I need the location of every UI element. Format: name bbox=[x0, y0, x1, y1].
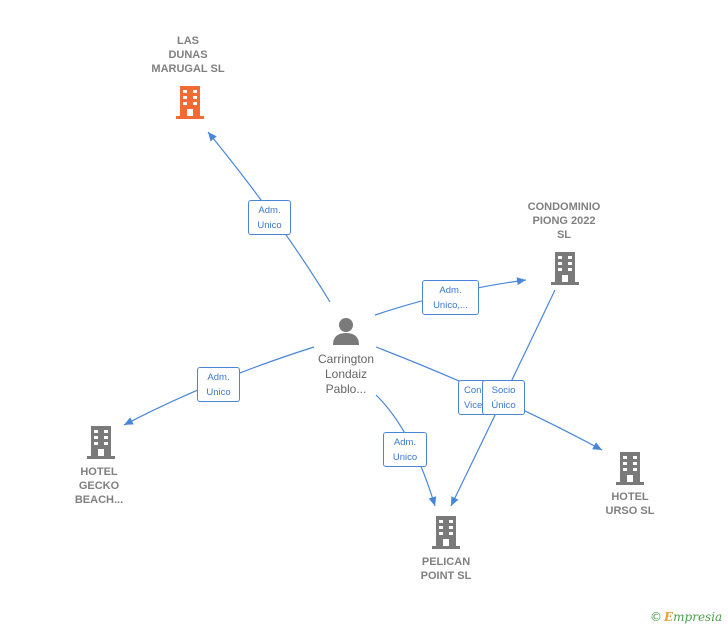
label-line: BEACH... bbox=[74, 494, 124, 506]
edge-label-line: Adm. bbox=[393, 437, 417, 448]
building-icon[interactable] bbox=[174, 84, 206, 120]
edge-label-to-condominio[interactable]: Adm. Unico,... bbox=[422, 280, 479, 315]
label-line: HOTEL bbox=[611, 491, 649, 503]
edge-label-line: Adm. bbox=[258, 205, 281, 216]
edge-label-line: Único bbox=[491, 400, 516, 411]
brand-initial: E bbox=[664, 610, 674, 624]
label-line: LAS bbox=[177, 35, 199, 47]
label-line: Carrington bbox=[317, 352, 375, 366]
edge-label-to-pelican[interactable]: Adm. Unico bbox=[383, 432, 427, 467]
node-label-hotel-urso[interactable]: HOTEL URSO SL bbox=[582, 490, 678, 518]
edge-label-condominio-to-pelican[interactable]: Socio Único bbox=[482, 380, 525, 415]
label-line: Londaiz bbox=[324, 367, 368, 381]
label-line: GECKO bbox=[78, 480, 120, 492]
node-label-condominio[interactable]: CONDOMINIO PIONG 2022 SL bbox=[506, 200, 622, 242]
edge-label-line: Con bbox=[464, 385, 482, 396]
empresia-logo: ©Empresia bbox=[650, 610, 722, 624]
edge-label-line: Socio bbox=[491, 385, 516, 396]
edge-label-line: Adm. bbox=[207, 372, 230, 383]
brand-text: mpresia bbox=[673, 610, 723, 624]
building-icon[interactable] bbox=[614, 450, 646, 486]
label-line: POINT SL bbox=[420, 570, 472, 582]
building-icon[interactable] bbox=[549, 250, 581, 286]
edge-label-line: Unico bbox=[392, 452, 418, 463]
building-icon[interactable] bbox=[430, 514, 462, 550]
node-label-las-dunas[interactable]: LAS DUNAS MARUGAL SL bbox=[130, 34, 246, 76]
label-line: PIONG 2022 bbox=[532, 215, 596, 227]
edge-label-line: Unico bbox=[206, 387, 231, 398]
edge-label-line: Unico,... bbox=[433, 300, 468, 311]
edge-label-line: Unico bbox=[257, 220, 282, 231]
node-label-person[interactable]: Carrington Londaiz Pablo... bbox=[294, 352, 398, 397]
label-line: Pablo... bbox=[325, 382, 367, 396]
edge-label-line: Vice bbox=[464, 400, 483, 411]
label-line: CONDOMINIO bbox=[527, 201, 601, 213]
label-line: MARUGAL SL bbox=[151, 63, 225, 75]
edge-label-to-las-dunas[interactable]: Adm. Unico bbox=[248, 200, 291, 235]
label-line: SL bbox=[556, 229, 572, 241]
label-line: DUNAS bbox=[168, 49, 208, 61]
label-line: HOTEL bbox=[80, 466, 118, 478]
building-icon[interactable] bbox=[85, 424, 117, 460]
edge-label-line: Adm. bbox=[439, 285, 462, 296]
label-line: URSO SL bbox=[605, 505, 655, 517]
edge-label-to-hotel-gecko[interactable]: Adm. Unico bbox=[197, 367, 240, 402]
node-label-pelican[interactable]: PELICAN POINT SL bbox=[396, 555, 496, 583]
person-icon[interactable] bbox=[331, 316, 361, 346]
label-line: PELICAN bbox=[421, 556, 471, 568]
node-label-hotel-gecko[interactable]: HOTEL GECKO BEACH... bbox=[49, 465, 149, 507]
copyright-symbol: © bbox=[650, 610, 662, 624]
